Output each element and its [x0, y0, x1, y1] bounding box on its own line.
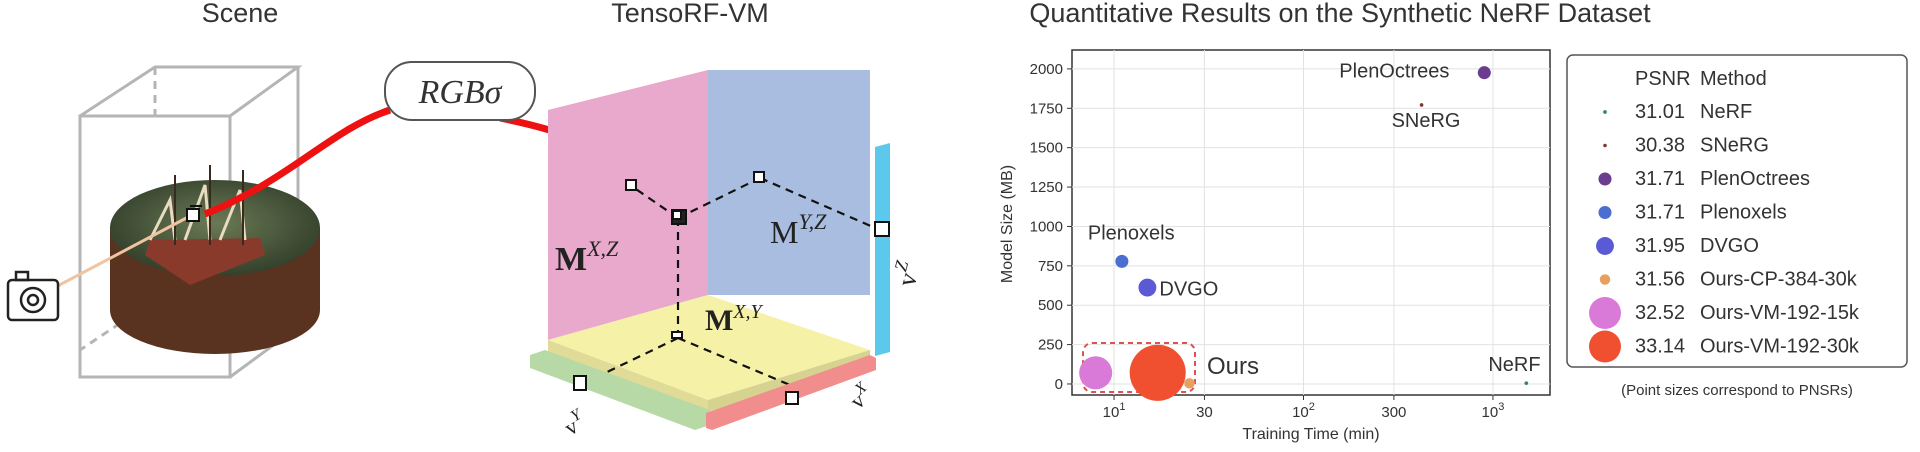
vector-z-bar	[875, 143, 890, 356]
legend-psnr: 31.01	[1635, 101, 1685, 123]
legend-entries: 31.01 NeRF 30.38 SNeRG 31.71 PlenOctrees 31.71…	[1589, 101, 1860, 363]
plane-xy	[548, 295, 870, 400]
svg-text:vX: vX	[843, 378, 878, 414]
label-m-yz: MY,Z	[770, 209, 827, 250]
legend-psnr: 31.56	[1635, 269, 1685, 291]
x-tick-label: 102	[1292, 401, 1315, 421]
y-tick-label: 500	[1038, 297, 1063, 314]
legend-method: Ours-CP-384-30k	[1700, 269, 1858, 291]
svg-text:vY: vY	[559, 405, 592, 440]
y-tick-label: 1000	[1030, 218, 1063, 235]
point-plenoctrees	[1477, 66, 1491, 80]
legend-marker	[1598, 205, 1612, 220]
legend-marker	[1596, 237, 1614, 255]
legend-header-psnr: PSNR	[1635, 68, 1691, 90]
x-tick-label: 30	[1196, 404, 1213, 421]
legend-method: SNeRG	[1700, 135, 1769, 157]
point-label: SNeRG	[1392, 110, 1461, 132]
legend-method: Ours-VM-192-15k	[1700, 302, 1860, 324]
legend-psnr: 31.71	[1635, 168, 1685, 190]
y-tick-label: 250	[1038, 337, 1063, 354]
legend-marker	[1589, 330, 1621, 363]
point-size-note: (Point sizes correspond to PNSRs)	[1621, 382, 1853, 399]
label-m-xy: MX,Y	[705, 301, 764, 337]
y-tick-label: 750	[1038, 258, 1063, 275]
ship-scene-image	[110, 165, 320, 354]
point-snerg	[1419, 103, 1424, 107]
legend-marker	[1589, 297, 1621, 329]
label-v-x: vX	[843, 378, 878, 414]
x-tick-label: 101	[1103, 401, 1126, 421]
sample-point-cube	[186, 205, 202, 222]
tensor-planes	[548, 70, 870, 412]
x-axis-ticks: 101 30 102 300 103	[1103, 395, 1505, 421]
x-tick-label: 103	[1482, 401, 1505, 421]
y-tick-label: 1250	[1030, 179, 1063, 196]
y-tick-label: 1750	[1030, 100, 1063, 117]
legend-method: Ours-VM-192-30k	[1700, 336, 1860, 358]
vector-y-bar	[530, 350, 710, 430]
legend-psnr: 31.95	[1635, 235, 1685, 257]
camera-icon	[6, 270, 60, 322]
legend-method: Plenoxels	[1700, 202, 1787, 224]
point-nerf	[1524, 381, 1529, 386]
point-plenoxels	[1115, 254, 1129, 268]
legend-psnr: 31.71	[1635, 202, 1685, 224]
legend-marker	[1599, 274, 1611, 285]
chart-title: Quantitative Results on the Synthetic Ne…	[1029, 0, 1651, 28]
legend-method: NeRF	[1700, 101, 1752, 123]
y-axis-label: Model Size (MB)	[999, 165, 1016, 283]
sample-cubes	[573, 171, 890, 405]
legend-method: PlenOctrees	[1700, 168, 1810, 190]
point-ours-vm-192-30k	[1129, 344, 1186, 401]
legend-psnr: 33.14	[1635, 336, 1685, 358]
point-label: Plenoxels	[1088, 222, 1175, 244]
y-tick-label: 2000	[1030, 61, 1063, 78]
y-tick-label: 0	[1055, 376, 1063, 393]
point-label: NeRF	[1488, 354, 1540, 376]
scene-title: Scene	[202, 0, 279, 28]
y-axis-ticks: 0 250 500 750 1000 1250 1500 1750 2000	[1030, 61, 1072, 393]
point-label: DVGO	[1159, 279, 1218, 301]
rgb-sigma-badge: RGBσ	[384, 61, 536, 121]
legend-method: DVGO	[1700, 235, 1759, 257]
svg-text:vZ: vZ	[887, 258, 926, 290]
chart-plot-area: 0 250 500 750 1000 1250 1500 1750 2000 101 30 102 3…	[1030, 49, 1551, 421]
label-v-y: vY	[559, 405, 592, 440]
label-v-z: vZ	[887, 258, 926, 290]
ours-label: Ours	[1207, 353, 1259, 380]
legend-psnr: 30.38	[1635, 135, 1685, 157]
legend-marker	[1603, 110, 1607, 114]
point-ours-vm-192-15k	[1079, 356, 1113, 390]
label-m-xz: MX,Z	[555, 236, 619, 278]
tensorf-title: TensoRF-VM	[611, 0, 769, 28]
point-ours-cp-384-30k	[1184, 378, 1195, 389]
legend-marker	[1603, 143, 1607, 148]
rgb-sigma-label: RGBσ	[418, 74, 503, 111]
x-tick-label: 300	[1381, 404, 1406, 421]
point-dvgo	[1138, 278, 1157, 297]
x-axis-label: Training Time (min)	[1242, 426, 1379, 443]
plane-xz	[548, 70, 708, 340]
legend-psnr: 32.52	[1635, 302, 1685, 324]
legend-header-method: Method	[1700, 68, 1767, 90]
y-tick-label: 1500	[1030, 140, 1063, 157]
legend-marker	[1598, 172, 1612, 186]
camera-ray	[49, 213, 193, 292]
plane-yz	[708, 70, 870, 295]
point-label: PlenOctrees	[1339, 61, 1449, 83]
